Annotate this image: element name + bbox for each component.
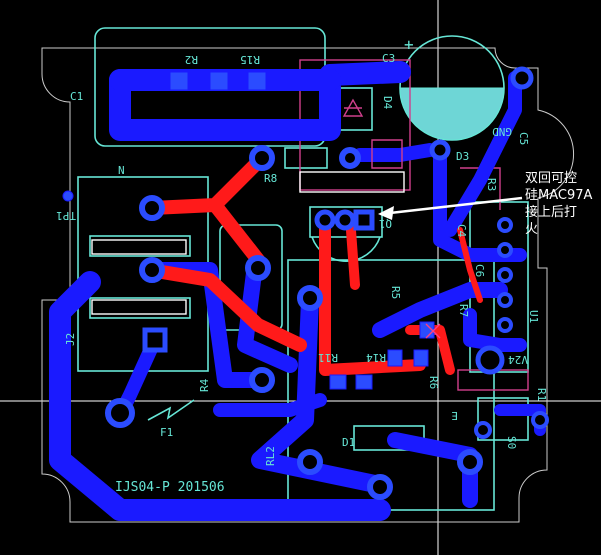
pads-layer bbox=[62, 66, 549, 500]
board-outline bbox=[41, 47, 575, 523]
annotation-line-2: 硅MAC97A bbox=[525, 188, 593, 203]
f1-zigzag bbox=[147, 399, 195, 421]
pad bbox=[497, 317, 513, 333]
r8-outline bbox=[284, 147, 328, 169]
q1-outline bbox=[309, 206, 383, 238]
label-c6: C6 bbox=[473, 264, 486, 277]
pad bbox=[457, 449, 483, 475]
smd-pad bbox=[413, 349, 429, 367]
label-f1: F1 bbox=[160, 426, 173, 439]
label-c1: C1 bbox=[70, 90, 83, 103]
label-r5: R5 bbox=[389, 286, 402, 299]
pad bbox=[475, 345, 505, 375]
label-gnd: GND bbox=[492, 125, 512, 138]
label-q1: Q1 bbox=[379, 217, 392, 230]
pad bbox=[139, 257, 165, 283]
pad bbox=[249, 367, 275, 393]
pad bbox=[497, 292, 513, 308]
label-r14: R14 bbox=[366, 351, 386, 364]
smd-pad bbox=[209, 71, 229, 91]
label-rl2: RL2 bbox=[264, 446, 277, 466]
label-n: N bbox=[118, 164, 125, 177]
label-u1: U1 bbox=[527, 310, 540, 323]
pad bbox=[314, 209, 336, 231]
pad bbox=[339, 147, 361, 169]
pad bbox=[531, 411, 549, 429]
pad bbox=[139, 195, 165, 221]
smd-pad bbox=[329, 374, 347, 390]
r1-outline bbox=[477, 397, 529, 441]
q1-body bbox=[311, 236, 381, 262]
label-c5: C5 bbox=[517, 132, 530, 145]
r4-outline bbox=[89, 235, 191, 257]
label-s0: S0 bbox=[505, 436, 518, 449]
annotation-line-3: 接上后打 bbox=[525, 205, 578, 220]
smd-pad bbox=[247, 71, 267, 91]
label-d3: D3 bbox=[456, 150, 469, 163]
smd-pad bbox=[169, 71, 189, 91]
pad bbox=[62, 190, 74, 202]
annotation-callout: 双回可控 硅MAC97A 接上后打 火 bbox=[525, 170, 601, 238]
label-tp1: TP1 bbox=[56, 209, 76, 222]
label-c4: C4 bbox=[455, 224, 468, 238]
label-j2: J2 bbox=[64, 333, 77, 346]
pad bbox=[297, 285, 323, 311]
diode-symbols bbox=[342, 98, 441, 339]
c3-fill bbox=[399, 87, 505, 141]
label-c3: C3 bbox=[382, 52, 395, 65]
pad bbox=[105, 398, 135, 428]
silk-text: C1 R2 R15 C3 + D4 GND C5 R8 D3 N TP1 Q1 … bbox=[56, 35, 548, 495]
label-r7: R7 bbox=[457, 304, 470, 317]
label-v24: V24 bbox=[508, 353, 528, 366]
annotation-arrow bbox=[378, 196, 523, 220]
label-r11: R11 bbox=[318, 351, 338, 364]
pad bbox=[367, 474, 393, 500]
pad bbox=[497, 242, 513, 258]
label-d1: D1 bbox=[342, 436, 355, 449]
label-e: E bbox=[451, 409, 458, 422]
label-r4: R4 bbox=[198, 378, 211, 392]
label-plus: + bbox=[404, 35, 414, 54]
pad bbox=[334, 209, 356, 231]
label-d4: D4 bbox=[381, 96, 394, 110]
keepout-layer bbox=[91, 59, 529, 391]
annotation-line-4: 火 bbox=[525, 222, 539, 237]
label-r6: R6 bbox=[427, 376, 440, 389]
label-r1: R1 bbox=[535, 388, 548, 401]
pad bbox=[429, 139, 451, 161]
top-copper-layer bbox=[143, 151, 483, 376]
label-r2: R2 bbox=[185, 53, 198, 66]
label-board-id: IJS04-P 201506 bbox=[115, 480, 225, 495]
pad bbox=[142, 327, 168, 353]
r4b-outline bbox=[89, 297, 191, 319]
label-r8: R8 bbox=[264, 172, 277, 185]
label-r3: R3 bbox=[485, 178, 498, 191]
pad bbox=[497, 217, 513, 233]
pad bbox=[474, 421, 492, 439]
pad bbox=[245, 255, 271, 281]
pad bbox=[297, 449, 323, 475]
pad bbox=[497, 267, 513, 283]
pad bbox=[353, 209, 375, 231]
label-r15: R15 bbox=[240, 53, 260, 66]
pad bbox=[249, 145, 275, 171]
smd-pad bbox=[355, 374, 373, 390]
pad bbox=[510, 66, 534, 90]
annotation-line-1: 双回可控 bbox=[525, 171, 578, 186]
smd-pad bbox=[387, 349, 403, 367]
